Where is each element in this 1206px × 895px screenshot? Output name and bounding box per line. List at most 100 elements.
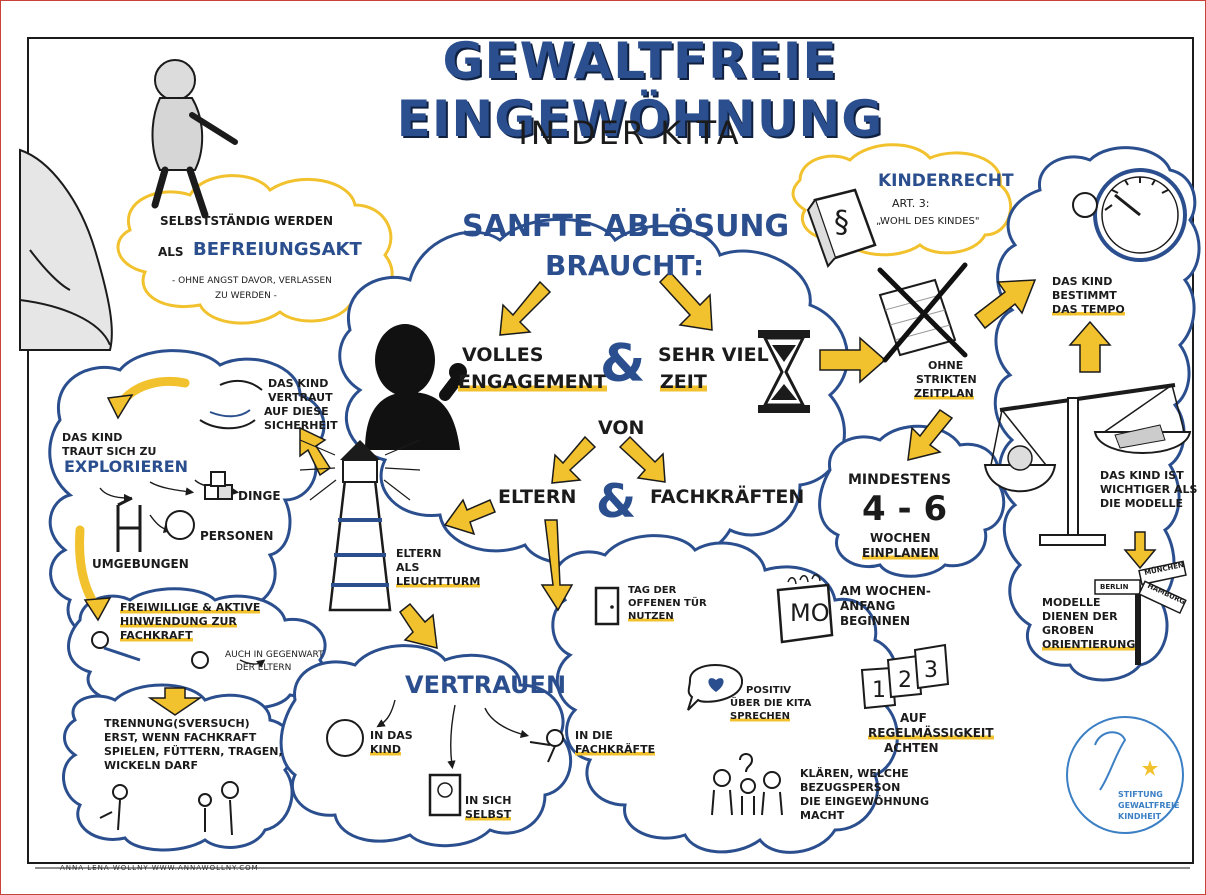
modelle-line4: ORIENTIERUNG (1042, 638, 1136, 652)
vertrauen-selbst2: SELBST (465, 808, 512, 822)
zeitplan-line3: ZEITPLAN (914, 387, 974, 401)
freiwillig-line1: FREIWILLIGE & AKTIVE (120, 601, 261, 615)
crossed-schedule-icon (877, 262, 968, 363)
vertrauen-fach1: IN DIE (575, 729, 613, 742)
speech-heart-icon (687, 664, 744, 711)
engagement-silhouette (365, 324, 467, 450)
arrow-zeit-to-zeitplan (819, 336, 887, 384)
vertraut-line2: VERTRAUT (268, 391, 333, 404)
zeitplan-line1: OHNE (928, 359, 964, 372)
regel-line2: REGELMÄßIGKEIT (868, 726, 994, 741)
leuchtturm-line3: LEUCHTTURM (396, 575, 481, 589)
speedometer-icon (1072, 168, 1187, 262)
arrow-eltern-to-leuchtturm (443, 498, 496, 536)
footer-credit: ANNA LENA WOLLNY WWW.ANNAWOLLNY.COM (60, 864, 259, 872)
center-heading2: BRAUCHT: (545, 249, 705, 282)
sign-berlin: BERLIN (1100, 583, 1129, 591)
arrow-to-fach (618, 435, 666, 483)
center-ampersand-top: & (600, 334, 646, 394)
calendar-num-3: 3 (924, 658, 938, 683)
tempo-line3: DAS TEMPO (1052, 303, 1125, 317)
wochenanfang-line1: AM WOCHEN- (840, 584, 931, 598)
door-icon (594, 586, 620, 626)
child-face-icon (326, 719, 364, 757)
freiwillig-note1: AUCH IN GEGENWART (225, 650, 324, 660)
people-question-icon (711, 753, 783, 816)
befreiung-note1: - OHNE ANGST DAVOR, VERLASSEN (172, 276, 332, 286)
vertrauen-cloud (279, 644, 573, 848)
book-paragraph-symbol: § (834, 205, 849, 240)
wochenanfang-line2: ANFANG (840, 599, 896, 613)
arrow-vertraut-head (106, 394, 134, 420)
arrow-zeitplan-to-mindestens (907, 408, 954, 461)
tempo-line2: BESTIMMT (1052, 289, 1117, 302)
eltern-label: ELTERN (498, 486, 577, 508)
tempo-line1: DAS KIND (1052, 275, 1113, 288)
mindestens-line1: MINDESTENS (848, 472, 952, 488)
trennung-line1: TRENNUNG(SVERSUCH) (104, 717, 250, 730)
explorieren-cloud (48, 349, 326, 655)
klaeren-line2: BEZUGSPERSON (800, 781, 901, 794)
mirror-icon (428, 773, 462, 817)
sketch-border (27, 37, 1194, 864)
families-icon (99, 781, 239, 836)
hourglass-icon (758, 330, 810, 413)
explorieren-line1: DAS KIND (62, 431, 123, 444)
befreiung-line1: SELBSTSTÄNDIG WERDEN (160, 214, 334, 228)
befreiung-keyword: BEFREIUNGSAKT (193, 239, 362, 260)
trennung-line4: WICKELN DARF (104, 759, 199, 772)
kinderrecht-quote: „WOHL DES KINDES" (876, 216, 980, 227)
wochenanfang-line3: BEGINNEN (840, 614, 910, 628)
kinderrecht-title: KINDERRECHT (878, 171, 1014, 191)
logo-line1: STIFTUNG (1118, 790, 1163, 799)
von-label: VON (598, 417, 645, 439)
lighthouse-illustration (299, 439, 421, 612)
regel-line3: ACHTEN (884, 741, 939, 755)
mindestens-line2: WOCHEN (870, 531, 931, 545)
calendar-num-1: 1 (872, 678, 886, 703)
positiv-line3: SPRECHEN (730, 711, 790, 723)
volles-line2: ENGAGEMENT (458, 371, 607, 394)
arrow-explorieren-head (83, 597, 112, 622)
volles-line1: VOLLES (462, 344, 544, 366)
open-hands-icon (199, 379, 263, 430)
arrow-to-volles (499, 280, 552, 336)
toddler-walking-illustration (151, 59, 238, 219)
explorieren-umgebungen: UMGEBUNGEN (92, 557, 189, 571)
positiv-line2: ÜBER DIE KITA (730, 698, 812, 709)
mindestens-line3: EINPLANEN (862, 546, 939, 561)
center-heading1: SANFTE ABLÖSUNG (462, 209, 790, 244)
sitting-adult-illustration (19, 148, 113, 351)
explorieren-dinge: DINGE (238, 489, 281, 503)
modelle-line3: GROBEN (1042, 624, 1094, 637)
arrow-zeitplan-to-tempo (973, 279, 1037, 330)
right-column-cloud (993, 146, 1201, 682)
vertrauen-selbst1: IN SICH (465, 794, 512, 807)
trennung-line3: SPIELEN, FÜTTERN, TRAGEN, (104, 745, 283, 758)
wichtiger-line1: DAS KIND IST (1100, 469, 1184, 482)
vertraut-line1: DAS KIND (268, 377, 329, 390)
balance-scale-illustration (983, 383, 1192, 546)
arrow-freiwillig-to-trennung (147, 687, 203, 716)
klaeren-line4: MACHT (800, 809, 845, 822)
mindestens-cloud (818, 424, 1006, 578)
vertrauen-kind1: IN DAS (370, 729, 413, 742)
thin-arrows (99, 479, 530, 770)
explorieren-line2: TRAUT SICH ZU (62, 445, 157, 458)
calendar-num-2: 2 (898, 668, 912, 693)
vertrauen-heading: VERTRAUEN (405, 671, 567, 699)
klaeren-line3: DIE EINGEWÖHNUNG (800, 795, 929, 808)
kinderrecht-article: ART. 3: (892, 197, 930, 210)
center-ampersand-bottom: & (596, 474, 637, 528)
regel-line1: AUF (900, 711, 927, 725)
main-subtitle: IN DER KITA (518, 114, 742, 152)
leuchtturm-line1: ELTERN (396, 547, 442, 560)
freiwillig-line3: FACHKRAFT (120, 629, 193, 643)
wichtiger-line3: DIE MODELLE (1100, 497, 1184, 510)
explorieren-personen: PERSONEN (200, 529, 274, 543)
explorieren-keyword: EXPLORIEREN (64, 457, 189, 476)
logo-line2: GEWALTFREIE (1118, 801, 1180, 810)
vertraut-line3: AUF DIESE (264, 405, 329, 418)
zeit-line1: SEHR VIEL (658, 344, 769, 366)
blocks-icon (204, 471, 233, 500)
